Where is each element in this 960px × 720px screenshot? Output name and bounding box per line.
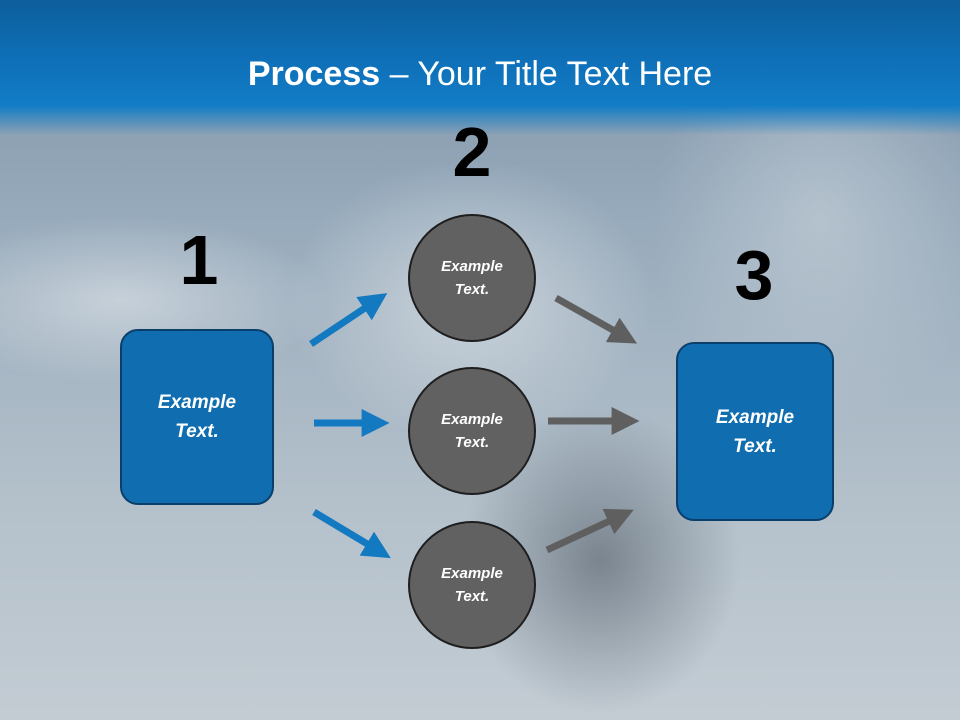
header-bar — [0, 0, 960, 135]
step-number-3: 3 — [734, 236, 774, 314]
left-process-box: Example Text. — [120, 329, 274, 505]
circle-bottom: Example Text. — [408, 521, 536, 649]
circle-middle: Example Text. — [408, 367, 536, 495]
circle-bottom-text: Example Text. — [441, 565, 503, 605]
arrow-to-bottom — [312, 508, 391, 559]
arrow-from-top — [554, 294, 638, 344]
step-number-1: 1 — [179, 221, 219, 299]
circle-top-text: Example Text. — [441, 258, 503, 298]
title-bold: Process — [247, 55, 381, 93]
circle-middle-text: Example Text. — [441, 411, 503, 451]
left-box-text: Example Text. — [157, 392, 237, 442]
right-process-box: Example Text. — [676, 342, 834, 521]
title-rest: – Your Title Text Here — [380, 55, 713, 93]
circle-top: Example Text. — [408, 214, 536, 342]
right-box-text: Example Text. — [715, 406, 795, 457]
slide-title: Process – Your Title Text Here — [0, 52, 960, 96]
step-number-2: 2 — [452, 113, 492, 191]
arrow-from-bottom — [545, 508, 634, 554]
arrow-to-top — [309, 293, 388, 347]
